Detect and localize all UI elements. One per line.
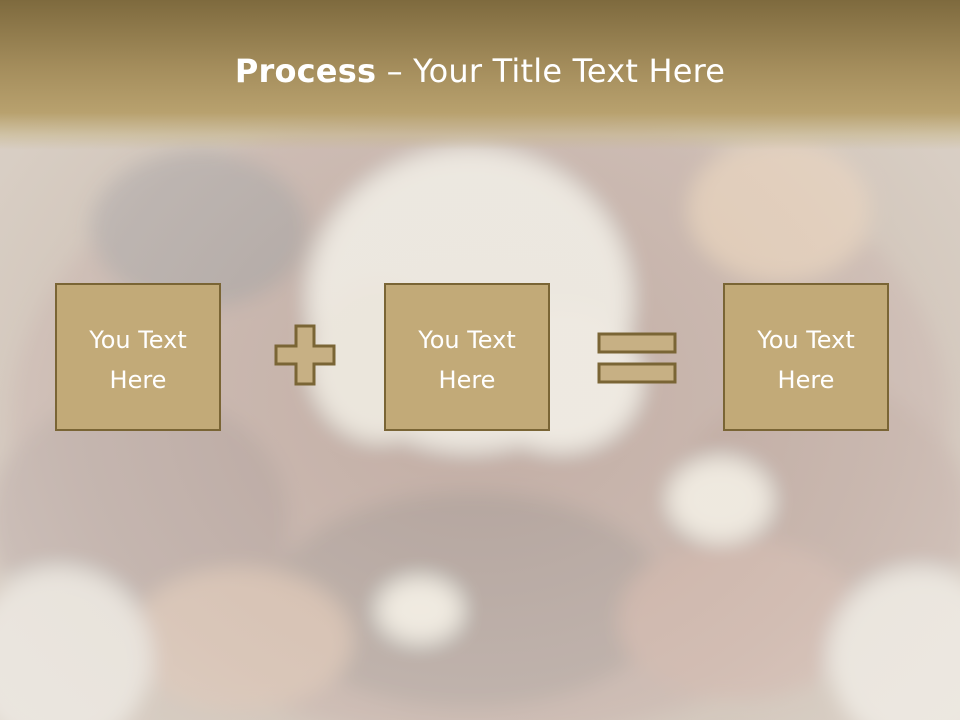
plus-icon — [274, 324, 336, 386]
equals-icon — [597, 332, 677, 384]
text-box-1[interactable]: You Text Here — [55, 283, 221, 431]
text-box-3[interactable]: You Text Here — [723, 283, 889, 431]
title-band — [0, 0, 960, 150]
slide-title: Process – Your Title Text Here — [0, 52, 960, 90]
text-box-2[interactable]: You Text Here — [384, 283, 550, 431]
title-bold-part: Process — [234, 52, 377, 90]
title-rest-part: – Your Title Text Here — [376, 52, 726, 90]
